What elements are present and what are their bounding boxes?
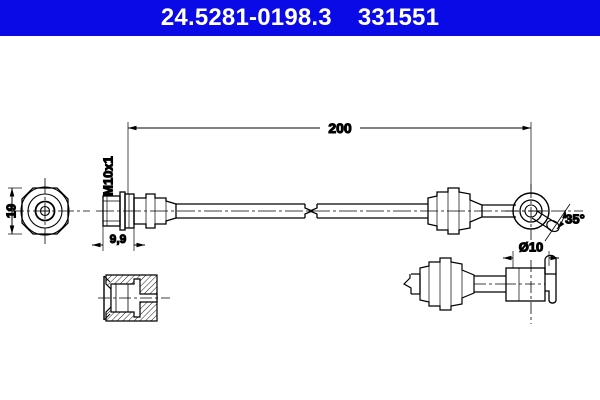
fitting-length-value: 9,9 [110, 232, 127, 246]
top-view-ferrule [419, 257, 475, 311]
dimension-eye-diameter [503, 251, 559, 268]
hex-width-value: 19 [4, 204, 19, 218]
dimension-fitting-length [92, 226, 145, 251]
overall-length-value: 200 [328, 120, 352, 136]
hose-body-right [317, 203, 428, 219]
right-crimp-ferrule [427, 187, 483, 235]
drawing-svg: 19 [3, 119, 585, 324]
hose-body-left [176, 203, 305, 219]
tube-to-banjo [482, 204, 516, 218]
end-view-hex-flange [8, 178, 90, 244]
reference-number-label: 331551 [357, 4, 440, 31]
thread-value: M10x1 [101, 156, 116, 196]
main-side-view [96, 184, 583, 242]
bleed-angle-value: 35° [565, 212, 585, 227]
top-view-banjo-block [505, 260, 546, 324]
bleed-nipple [531, 210, 560, 233]
dimension-hex-width [8, 187, 22, 235]
eye-diameter-value: Ø10 [519, 240, 544, 255]
dimension-overall-length [127, 122, 532, 194]
top-view-bent-tube [544, 254, 557, 304]
section-detail-view [98, 274, 170, 322]
header-content: 24.5281-0198.3 331551 [0, 0, 600, 36]
technical-drawing-canvas: 19 [0, 36, 600, 400]
top-view-break-symbol [403, 273, 420, 295]
hose-break-symbol [304, 204, 318, 218]
angle-indicator-35 [544, 203, 571, 242]
header-bar: 24.5281-0198.3 331551 [0, 0, 600, 36]
banjo-eye-top-view [403, 251, 559, 324]
banjo-eye [505, 184, 583, 240]
part-number-label: 24.5281-0198.3 [160, 4, 332, 31]
